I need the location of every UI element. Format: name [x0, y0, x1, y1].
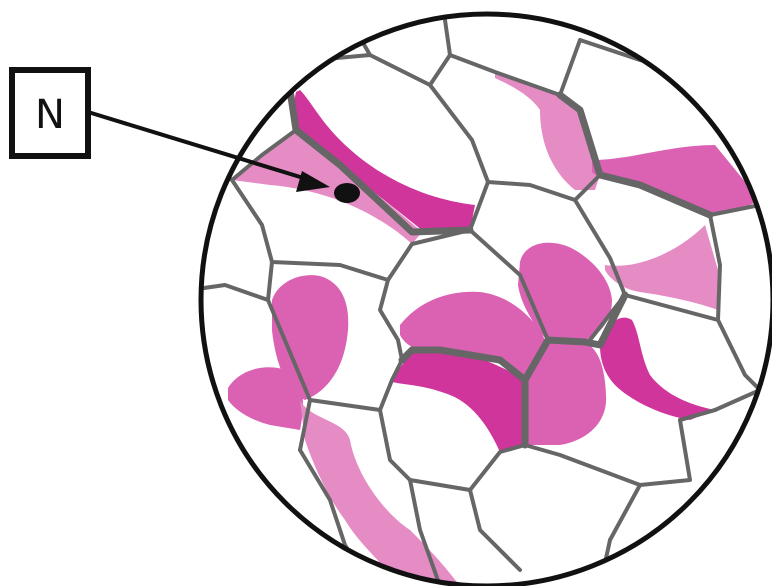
label-text: N — [35, 92, 65, 138]
cell-wall — [690, 75, 720, 80]
nucleus-dot — [334, 183, 360, 203]
